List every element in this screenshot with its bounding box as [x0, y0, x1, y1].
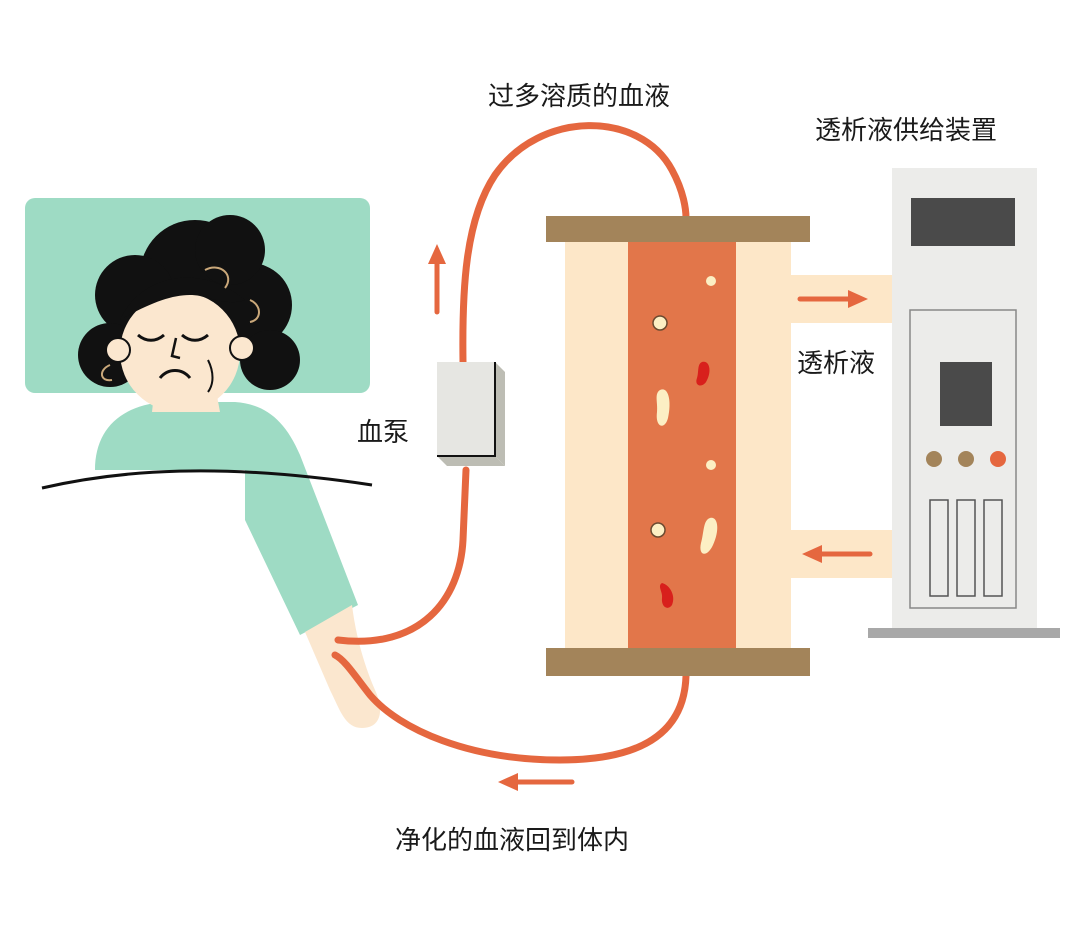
label-blood-with-solutes: 过多溶质的血液: [488, 82, 671, 112]
patient-hand: [305, 605, 381, 728]
dialyzer-cap-top: [546, 216, 810, 242]
patient-ear-right: [229, 335, 255, 361]
patient-mouth: [158, 369, 192, 380]
dialyzer-blood-core: [628, 240, 736, 648]
hair-curl-3: [101, 364, 113, 382]
blanket-edge: [41, 469, 373, 490]
machine-base: [868, 628, 1060, 638]
solute-particles: [650, 276, 718, 554]
pump-side: [495, 362, 505, 466]
flow-arrows: [428, 244, 575, 791]
machine-slot-3: [983, 499, 1003, 597]
arrow-to-machine-head: [848, 290, 868, 308]
machine-knob-3: [990, 451, 1006, 467]
pump-front: [437, 362, 495, 456]
hair-fringe: [120, 277, 245, 320]
tube-venous: [331, 651, 690, 764]
blood-pump: [437, 362, 505, 466]
red-blood-cells: [659, 361, 710, 608]
patient-gown: [95, 402, 358, 635]
machine-panel-screen: [940, 362, 992, 426]
patient-face: [120, 292, 240, 412]
machine-knob-1: [926, 451, 942, 467]
dialyzer: [546, 216, 900, 676]
dialyzer-cap-bottom: [546, 648, 810, 676]
patient-eye-left: [137, 333, 165, 342]
machine-slot-2: [956, 499, 976, 597]
dialysate-arrows: [797, 290, 873, 563]
pump-bottom: [437, 456, 505, 466]
hair-curl-1: [204, 266, 230, 289]
hair-curl-2: [249, 299, 260, 323]
machine-knob-2: [958, 451, 974, 467]
machine-panel: [909, 309, 1017, 609]
dialysate-machine: [868, 168, 1060, 638]
patient-ear-left: [105, 337, 131, 363]
arrow-from-machine-head: [802, 545, 822, 563]
machine-slot-1: [929, 499, 949, 597]
arrow-return-head: [498, 773, 518, 791]
patient: [25, 198, 381, 728]
pump-edge: [437, 362, 496, 457]
tube-arterial-upper: [459, 122, 690, 366]
patient-cheek-line: [207, 359, 214, 393]
patient-eye-right: [181, 333, 209, 342]
label-blood-pump: 血泵: [357, 418, 410, 448]
label-dialysate-supply-device: 透析液供给装置: [815, 116, 998, 146]
label-dialysate: 透析液: [797, 349, 876, 379]
label-purified-blood-return: 净化的血液回到体内: [395, 826, 630, 856]
arrow-up-head: [428, 244, 446, 264]
tubing: [331, 122, 690, 764]
patient-nose: [170, 337, 181, 360]
tube-arterial-lower: [334, 466, 470, 645]
machine-top-screen: [911, 198, 1015, 246]
